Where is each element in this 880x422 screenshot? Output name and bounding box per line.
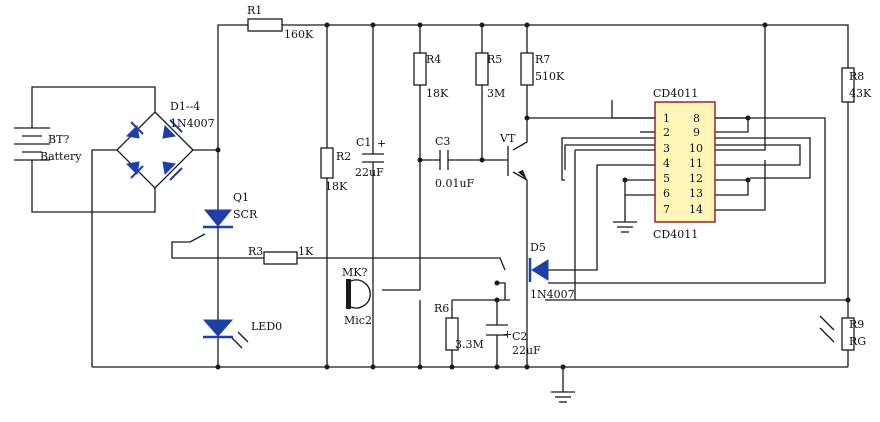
c1-ref: C1 bbox=[356, 136, 371, 149]
ic-pin: 4 bbox=[663, 157, 670, 170]
c3-value: 0.01uF bbox=[435, 177, 475, 190]
ic-pin: 11 bbox=[689, 157, 703, 170]
r7-value: 510K bbox=[535, 70, 565, 83]
c3-ref: C3 bbox=[435, 135, 450, 148]
ground-symbol-bottom bbox=[551, 391, 575, 403]
battery-symbol bbox=[14, 127, 50, 161]
r9-photoresistor bbox=[819, 315, 855, 351]
ic-pin: 14 bbox=[689, 203, 703, 216]
c2-capacitor bbox=[486, 324, 508, 336]
scr-ref: Q1 bbox=[233, 191, 249, 204]
ic-pin: 8 bbox=[693, 112, 700, 125]
r5-value: 3M bbox=[487, 87, 505, 100]
r9-ref: R9 bbox=[849, 318, 864, 331]
diode-d5 bbox=[528, 258, 549, 282]
r6-body bbox=[445, 317, 459, 351]
r5-ref: R5 bbox=[487, 53, 502, 66]
r7-body bbox=[520, 52, 534, 86]
ic-pin: 7 bbox=[663, 203, 670, 216]
cd4011-chip bbox=[654, 101, 716, 223]
mic-ref: MK? bbox=[342, 266, 367, 279]
r4-value: 18K bbox=[426, 87, 449, 100]
wires bbox=[31, 24, 849, 392]
c2-value: 22uF bbox=[512, 344, 541, 357]
vt-ref: VT bbox=[499, 132, 516, 145]
r6-ref: R6 bbox=[434, 302, 449, 315]
r2-value: 18K bbox=[325, 180, 348, 193]
bridge-part: 1N4007 bbox=[170, 117, 215, 130]
r1-body bbox=[247, 18, 283, 32]
ic-pin: 12 bbox=[689, 172, 703, 185]
r8-ref: R8 bbox=[849, 70, 864, 83]
r6-value: 3.3M bbox=[455, 338, 484, 351]
r1-ref: R1 bbox=[247, 4, 262, 17]
r4-ref: R4 bbox=[426, 53, 441, 66]
r2-ref: R2 bbox=[336, 150, 351, 163]
r7-ref: R7 bbox=[535, 53, 550, 66]
r8-body bbox=[841, 67, 855, 103]
c2-polarity: + bbox=[503, 328, 512, 341]
ic-pin: 5 bbox=[663, 172, 670, 185]
r3-value: 1K bbox=[298, 245, 314, 258]
scr-symbol bbox=[203, 209, 233, 238]
ic-pin-numbers: 1 2 3 4 5 6 7 8 9 10 11 12 13 14 bbox=[663, 112, 703, 216]
ic-pin: 1 bbox=[663, 112, 670, 125]
c3-capacitor bbox=[439, 150, 449, 170]
r3-ref: R3 bbox=[248, 245, 263, 258]
r1-value: 160K bbox=[284, 28, 314, 41]
ic-bottom-label: CD4011 bbox=[653, 228, 698, 241]
ic-pin: 3 bbox=[663, 142, 670, 155]
mic-name: Mic2 bbox=[344, 314, 372, 327]
r8-value: 43K bbox=[849, 87, 872, 100]
battery-name: Battery bbox=[40, 150, 82, 163]
d5-part: 1N4007 bbox=[530, 288, 575, 301]
r2-body bbox=[320, 147, 334, 179]
ic-pin: 6 bbox=[663, 187, 670, 200]
r5-body bbox=[475, 52, 489, 86]
d5-ref: D5 bbox=[530, 241, 546, 254]
transistor-vt bbox=[507, 146, 527, 180]
ic-pin: 10 bbox=[689, 142, 703, 155]
led-ref: LED0 bbox=[251, 320, 282, 333]
c1-polarity: + bbox=[377, 137, 386, 150]
ic-pin: 2 bbox=[663, 126, 670, 139]
c1-value: 22uF bbox=[355, 166, 384, 179]
r9-value: RG bbox=[849, 335, 866, 348]
ic-pin: 9 bbox=[693, 126, 700, 139]
c2-ref: C2 bbox=[512, 330, 527, 343]
ic-top-label: CD4011 bbox=[653, 87, 698, 100]
junctions bbox=[215, 22, 851, 370]
scr-part: SCR bbox=[233, 208, 258, 221]
microphone-symbol bbox=[346, 279, 371, 309]
bridge-ref: D1--4 bbox=[170, 100, 200, 113]
ground-symbol-chip bbox=[613, 221, 637, 233]
ic-pin: 13 bbox=[689, 187, 703, 200]
r4-body bbox=[413, 52, 427, 86]
battery-ref: BT? bbox=[48, 133, 69, 146]
bridge-rectifier bbox=[116, 111, 194, 189]
led-symbol bbox=[202, 319, 249, 349]
r3-body bbox=[263, 251, 298, 265]
c1-capacitor bbox=[362, 153, 384, 163]
